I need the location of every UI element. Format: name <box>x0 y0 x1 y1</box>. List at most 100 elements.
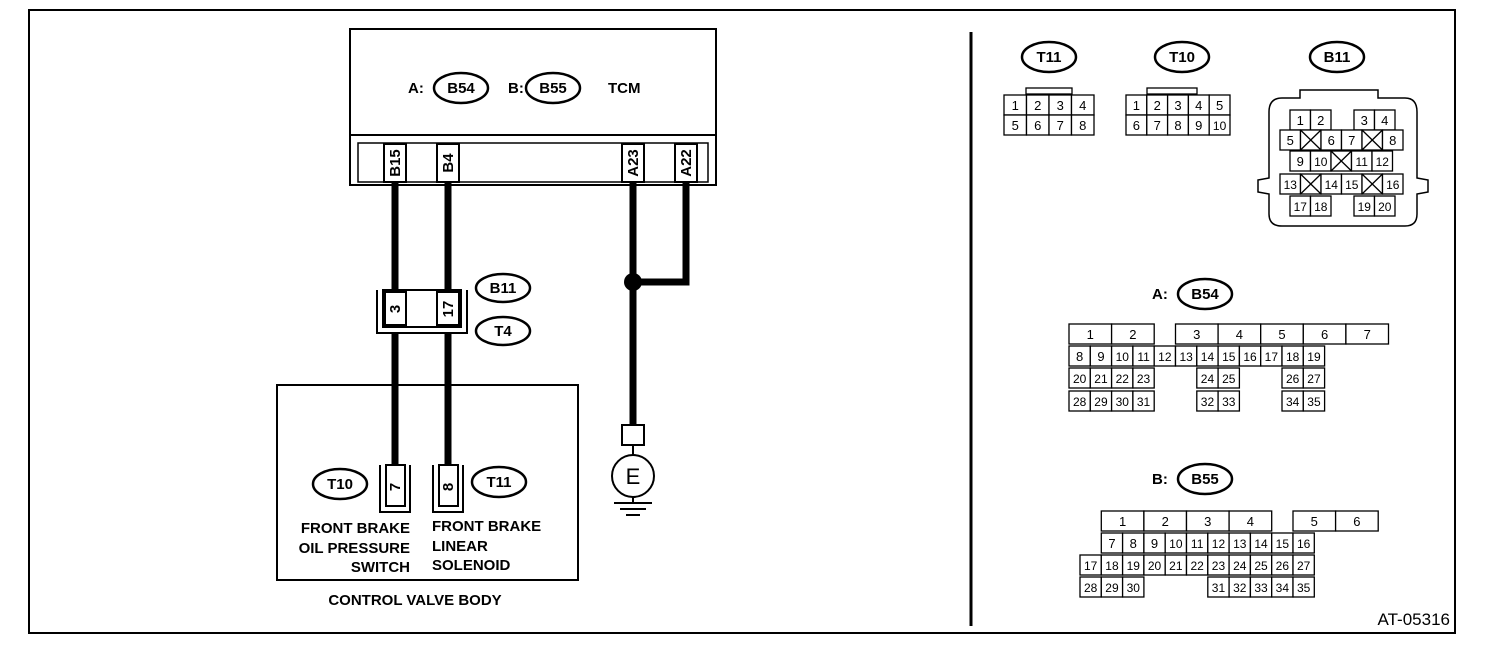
cvb-left-connector: T10 <box>327 476 353 493</box>
tcm-pin-b4: B4 <box>440 153 457 173</box>
b11-pin-10: 10 <box>1314 155 1328 169</box>
tcm-b-connector-oval <box>524 71 582 105</box>
b54-pin-25-box <box>1217 367 1241 389</box>
b55-pin-27: 27 <box>1297 559 1311 573</box>
t11-pin-8: 8 <box>1079 118 1086 133</box>
b54-pin-12: 12 <box>1158 350 1172 364</box>
t10-pin-8: 8 <box>1174 118 1181 133</box>
b54-pin-5: 5 <box>1278 327 1285 342</box>
b55-pin-16-box <box>1292 532 1315 554</box>
b54-pin-24: 24 <box>1201 372 1215 386</box>
joint-pin-3: 3 <box>387 305 404 313</box>
b55-pin-28: 28 <box>1084 581 1098 595</box>
joint-connector-t4: T4 <box>494 323 512 340</box>
b55-pin-12: 12 <box>1212 537 1226 551</box>
b54-pin-33-box <box>1217 390 1241 412</box>
b54-pin-7: 7 <box>1364 327 1371 342</box>
tcm-name: TCM <box>608 80 641 97</box>
b55-face-prefix: B: <box>1152 471 1168 488</box>
b11-pin-17: 17 <box>1294 200 1308 214</box>
b11-pin-14: 14 <box>1325 178 1339 192</box>
t10-pin-4: 4 <box>1195 98 1202 113</box>
t11-pin-5: 5 <box>1012 118 1019 133</box>
joint-pin-17: 17 <box>440 301 457 318</box>
b11-face-name: B11 <box>1324 49 1351 66</box>
b11-pin-2: 2 <box>1317 113 1324 128</box>
b11-pin-20-box <box>1373 195 1396 217</box>
b54-pin-21: 21 <box>1094 372 1108 386</box>
b11-pin-3: 3 <box>1361 113 1368 128</box>
b55-pin-30: 30 <box>1127 581 1141 595</box>
cvb-right-connector: T11 <box>486 474 511 491</box>
b11-housing <box>1257 89 1429 227</box>
b54-pin-6: 6 <box>1321 327 1328 342</box>
b55-pin-16: 16 <box>1297 537 1311 551</box>
b55-pin-17: 17 <box>1084 559 1098 573</box>
b54-pin-25: 25 <box>1222 372 1236 386</box>
b55-pin-6-box <box>1334 510 1379 532</box>
b11-pin-20: 20 <box>1378 200 1392 214</box>
t11-pin-4: 4 <box>1079 98 1086 113</box>
control-valve-body: 7 8 T10 T11 FRONT BRAKE OIL PRESSURE SWI… <box>276 384 579 581</box>
b54-pin-7-box <box>1345 323 1390 345</box>
b54-pin-3: 3 <box>1193 327 1200 342</box>
b54-pin-23: 23 <box>1137 372 1151 386</box>
b11-pin-11: 11 <box>1356 155 1369 169</box>
t11-pin-3: 3 <box>1057 98 1064 113</box>
tcm-block: A: B54 B: B55 TCM B15 B4 A23 A22 <box>349 28 717 186</box>
b11-pin-7: 7 <box>1348 133 1355 148</box>
cvb-right-label-2: LINEAR <box>432 538 488 555</box>
t10-pin-9: 9 <box>1195 118 1202 133</box>
b55-pin-30-box <box>1121 576 1145 598</box>
wires <box>391 183 690 465</box>
t11-face-name-oval <box>1020 40 1078 74</box>
b54-pin-13: 13 <box>1179 350 1193 364</box>
b54-pin-10: 10 <box>1116 350 1130 364</box>
b55-pin-21: 21 <box>1169 559 1183 573</box>
b11-pin-16-box <box>1381 173 1404 195</box>
b54-pin-14: 14 <box>1201 350 1215 364</box>
b55-face-name: B55 <box>1191 471 1219 488</box>
ground-symbol: E <box>611 424 655 516</box>
joint-connector: 3 17 B11 T4 <box>376 272 532 347</box>
cvb-left-label-3: SWITCH <box>351 559 410 576</box>
b54-face-name-oval <box>1176 277 1234 311</box>
t11-pin-8-box <box>1070 114 1095 136</box>
b55-pin-33: 33 <box>1254 581 1268 595</box>
b55-pin-26: 26 <box>1276 559 1290 573</box>
b54-pin-15: 15 <box>1222 350 1236 364</box>
b54-pin-31-box <box>1132 390 1155 412</box>
b55-pin-2: 2 <box>1162 514 1169 529</box>
b54-pin-1: 1 <box>1087 327 1094 342</box>
b55-pin-13: 13 <box>1233 537 1247 551</box>
b11-pin-6: 6 <box>1328 133 1335 148</box>
t10-face-name: T10 <box>1169 49 1195 66</box>
ground-label: E <box>626 464 641 489</box>
b54-pin-19: 19 <box>1307 350 1321 364</box>
b55-pin-4: 4 <box>1247 514 1254 529</box>
b54-pin-26: 26 <box>1286 372 1300 386</box>
cvb-right-pin: 8 <box>440 483 457 491</box>
b54-pin-4: 4 <box>1236 327 1243 342</box>
t10-pin-5: 5 <box>1216 98 1223 113</box>
b54-pin-2-box <box>1110 323 1155 345</box>
b55-pin-14: 14 <box>1254 537 1268 551</box>
b54-pin-9: 9 <box>1097 349 1104 364</box>
t11-face-name: T11 <box>1036 49 1061 66</box>
b55-pin-9: 9 <box>1151 536 1158 551</box>
t10-pin-6: 6 <box>1133 118 1140 133</box>
b11-pin-8-box <box>1381 129 1404 151</box>
b55-pin-34: 34 <box>1276 581 1290 595</box>
b54-pin-28: 28 <box>1073 395 1087 409</box>
b55-pin-5: 5 <box>1311 514 1318 529</box>
b55-pin-23: 23 <box>1212 559 1226 573</box>
b54-pin-8: 8 <box>1076 349 1083 364</box>
t10-pin-2: 2 <box>1154 98 1161 113</box>
b11-pin-19: 19 <box>1358 200 1372 214</box>
tcm-pin-b15: B15 <box>387 149 404 177</box>
b54-pin-2: 2 <box>1129 327 1136 342</box>
b54-pin-11: 11 <box>1137 350 1150 364</box>
tcm-pin-a23: A23 <box>625 149 642 177</box>
